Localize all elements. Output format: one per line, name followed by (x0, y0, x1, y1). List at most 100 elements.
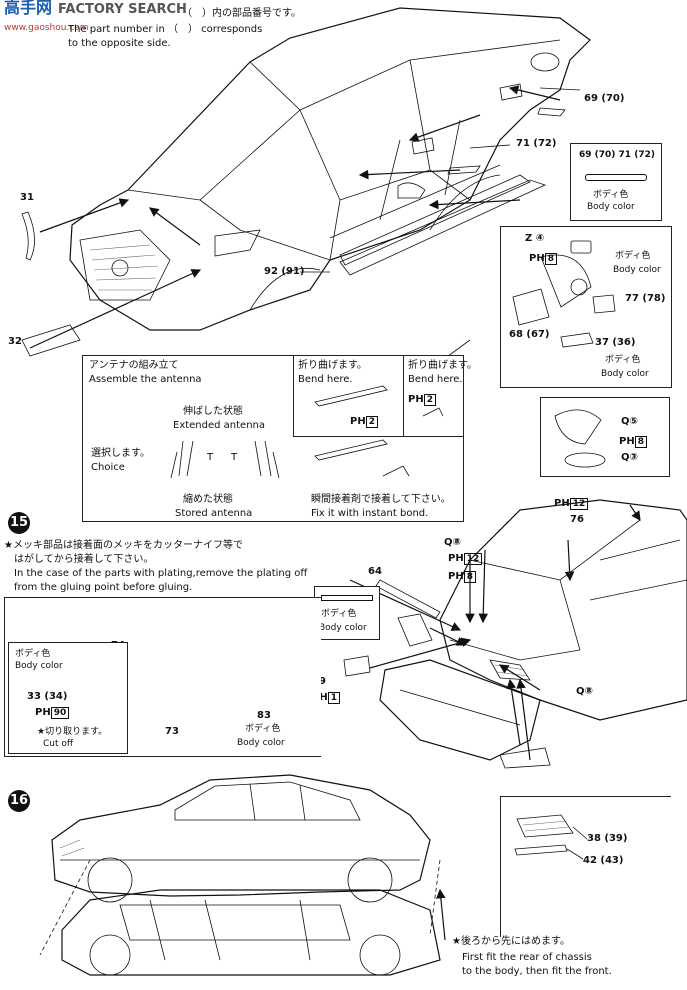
ph-mark-5: PH (448, 553, 464, 564)
part-label-68-67: 68 (67) (509, 329, 550, 340)
antenna-extended-en: Extended antenna (173, 420, 266, 431)
antenna-t-mark-1: T (207, 452, 214, 463)
step16-note-jp: ★後ろから先にはめます。 (452, 936, 570, 947)
ph-12-a: 12 (463, 553, 483, 565)
header-jp-note: （ ）内の部品番号です。 (182, 8, 301, 19)
step15-note-en1: In the case of the parts with plating,re… (14, 568, 308, 579)
antenna-stored-en: Stored antenna (175, 508, 253, 519)
trim-body-color-jp: ボディ色 (321, 609, 357, 619)
step-16-badge: 16 (8, 790, 30, 812)
step16-note-en2: to the body, then fit the front. (462, 966, 612, 977)
ph-1: 1 (327, 692, 340, 704)
part-label-32: 32 (8, 336, 22, 347)
garnish-body-color-en: Body color (15, 661, 63, 671)
cutoff-en: Cut off (43, 739, 74, 749)
garnish-body-color-jp: ボディ色 (15, 649, 51, 659)
part-label-76: 76 (570, 514, 584, 525)
chassis (61, 889, 441, 976)
ph-mark-9: PH (35, 707, 51, 718)
part-label-31: 31 (20, 192, 34, 203)
part-label-64: 64 (368, 566, 382, 577)
ph-mark-7: PH (554, 498, 570, 509)
watermark-brand: FACTORY SEARCH (58, 2, 187, 17)
taillight-detail-box: 38 (39) 42 (43) (500, 796, 671, 937)
part-label-77-78: 77 (78) (625, 293, 666, 304)
trim-detail-box: ボディ色 Body color (314, 586, 380, 640)
step-15-badge: 15 (8, 512, 30, 534)
bumper-body-color-jp: ボディ色 (245, 724, 281, 734)
car-body-rear (439, 499, 687, 721)
car-side-step16 (51, 774, 431, 903)
antenna-extended-jp: 伸ばした状態 (183, 406, 243, 417)
part-label-38-39: 38 (39) (587, 833, 628, 844)
step15-note-jp2: はがしてから接着して下さい。 (14, 554, 154, 565)
step15-note-jp1: ★メッキ部品は接着面のメッキをカッターナイフ等で (4, 540, 243, 551)
cutoff-jp: ★切り取ります。 (37, 727, 108, 737)
bend2-en: Bend here. (408, 374, 463, 385)
part-label-73: 73 (165, 726, 179, 737)
part-label-q8-a: Q⑧ (444, 537, 461, 548)
antenna-box: アンテナの組み立て Assemble the antenna 伸ばした状態 Ex… (82, 355, 477, 522)
antenna-choice-en: Choice (91, 462, 125, 473)
part-71-handle (411, 137, 435, 155)
part-label-q5: Q⑤ (621, 416, 638, 427)
handle-body-color-en: Body color (587, 202, 635, 212)
part-label-71-72: 71 (72) (516, 138, 557, 149)
header-en-line2: to the opposite side. (68, 38, 171, 49)
ph-mark: PH (529, 253, 545, 264)
antenna-choice-jp: 選択します。 (91, 448, 150, 459)
bond-en: Fix it with instant bond. (311, 508, 429, 519)
part-label-83: 83 (257, 710, 271, 721)
rear-bumper (379, 659, 541, 761)
bumper-body-color-en: Body color (237, 738, 285, 748)
bend1-en: Bend here. (298, 374, 353, 385)
ph-2-a: 2 (365, 416, 378, 428)
part-label-37-36: 37 (36) (595, 337, 636, 348)
part-label-33-34: 33 (34) (27, 691, 68, 702)
car-body-main (69, 7, 591, 331)
watermark-url: www.gaoshou.com (4, 23, 89, 33)
part-label-92-91: 92 (91) (264, 266, 305, 277)
step16-note-en1: First fit the rear of chassis (462, 952, 592, 963)
part-31 (21, 211, 35, 261)
ph-8-cover: 8 (634, 436, 647, 448)
handle-body-color-jp: ボディ色 (593, 190, 629, 200)
handle-detail-box: 69 (70) 71 (72) ボディ色 Body color (570, 143, 662, 221)
trim-body-color-en: Body color (319, 623, 367, 633)
watermark-site-cn: 高手网 (4, 0, 53, 17)
antenna-title-jp: アンテナの組み立て (89, 360, 179, 371)
ph-90: 90 (50, 707, 70, 719)
ph-mark-2: PH (350, 416, 366, 427)
mirror-body-color-jp: ボディ色 (615, 251, 651, 261)
mirror-body-color-en-2: Body color (601, 369, 649, 379)
part-69-handle (499, 83, 523, 101)
mirror-body-color-jp-2: ボディ色 (605, 355, 641, 365)
ph-mark-4: PH (619, 436, 635, 447)
ph-2-b: 2 (423, 394, 436, 406)
antenna-stored-jp: 縮めた状態 (183, 494, 233, 505)
bend1-jp: 折り曲げます。 (298, 360, 367, 371)
part-label-q3: Q③ (621, 452, 638, 463)
part-92-sill (339, 179, 547, 276)
bond-jp: 瞬間接着剤で接着して下さい。 (311, 494, 451, 505)
bend2-jp: 折り曲げます。 (408, 360, 477, 371)
ph-mark-6: PH (448, 571, 464, 582)
part-32 (21, 324, 81, 357)
part-label-42-43: 42 (43) (583, 855, 624, 866)
ph-12-b: 12 (569, 498, 589, 510)
mirror-body-color-en: Body color (613, 265, 661, 275)
part-label-q8-b: Q⑧ (576, 686, 593, 697)
antenna-title-en: Assemble the antenna (89, 374, 202, 385)
part-label-69-70: 69 (70) (584, 93, 625, 104)
antenna-t-mark-2: T (231, 452, 238, 463)
header-en-line1: The part number in （ ） corresponds (68, 24, 263, 35)
ph-8-mirror: 8 (544, 253, 557, 265)
step15-note-en2: from the gluing point before gluing. (14, 582, 193, 593)
ph-mark-3: PH (408, 394, 424, 405)
